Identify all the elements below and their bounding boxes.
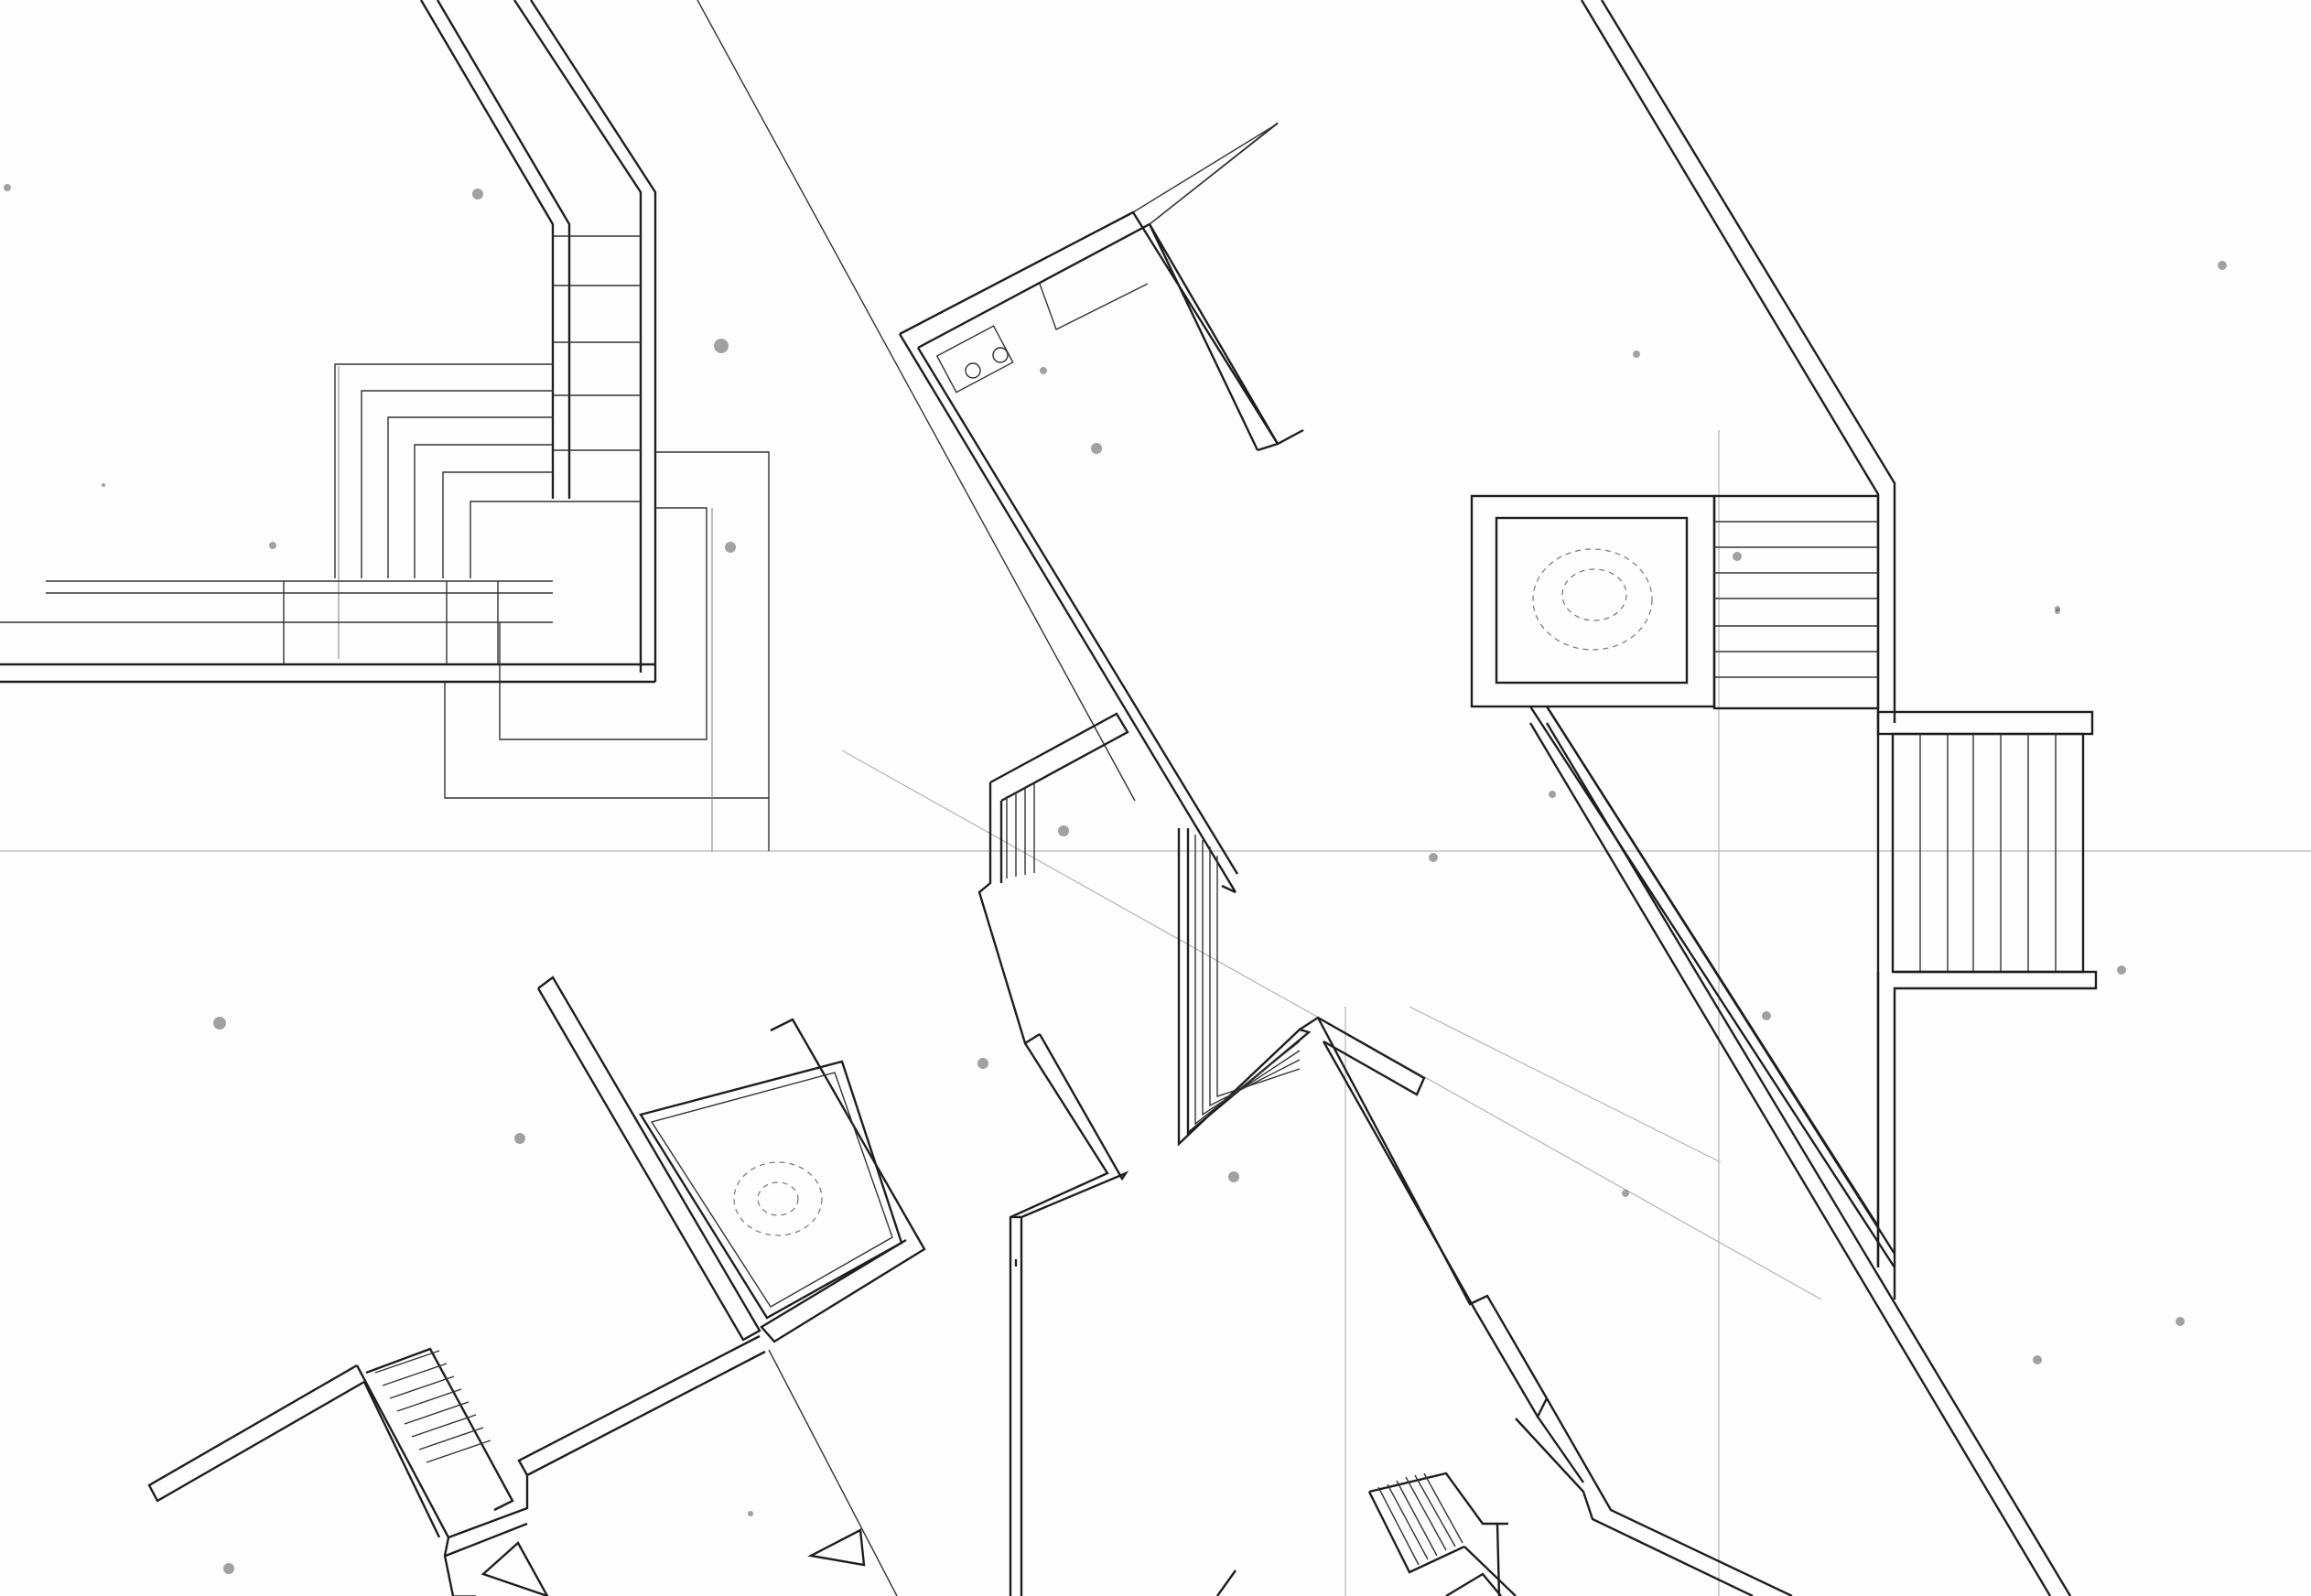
north-arrow-icon: [481, 1541, 549, 1596]
section-marker-icon: [807, 1528, 866, 1567]
upper-left-terrace: [0, 0, 770, 851]
construction-line: [1409, 1006, 1722, 1163]
central-stair-passage: [977, 712, 1793, 1596]
central-diagonal: [697, 0, 1304, 894]
right-pool-and-wall: [1470, 0, 2098, 1596]
pencil-smudges: [4, 184, 2227, 1574]
lower-left-pool: [147, 976, 926, 1596]
